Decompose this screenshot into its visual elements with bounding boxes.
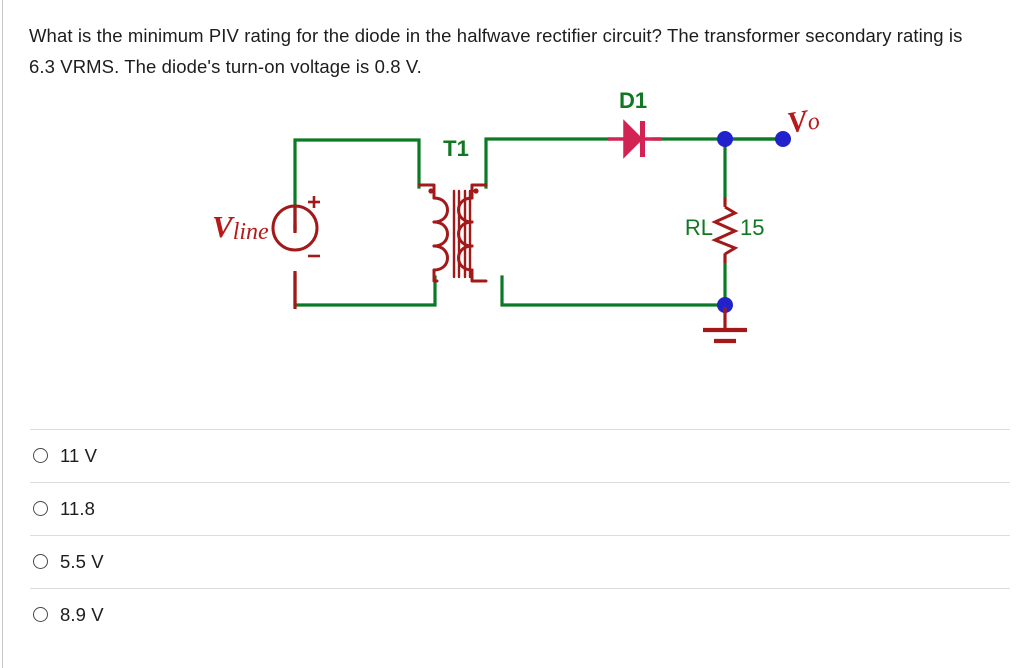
- radio-button-0[interactable]: [33, 448, 48, 463]
- option-separator: [30, 588, 1010, 589]
- answer-option-label: 11.8: [60, 497, 96, 519]
- radio-button-1[interactable]: [33, 501, 48, 516]
- circuit-diagram: Vline: [190, 85, 850, 375]
- load-resistor-value: 15: [740, 215, 764, 240]
- output-label: Vo: [785, 102, 822, 140]
- option-separator: [30, 429, 1010, 430]
- ground-symbol: [703, 307, 747, 344]
- answer-option-0[interactable]: 11 V: [0, 429, 1024, 482]
- node-ground: [717, 297, 733, 313]
- transformer-label: T1: [443, 136, 469, 161]
- diode-label: D1: [619, 88, 647, 113]
- answer-option-1[interactable]: 11.8: [0, 482, 1024, 535]
- circuit-wires: [293, 137, 780, 307]
- radio-button-2[interactable]: [33, 554, 48, 569]
- node-output: [717, 131, 733, 147]
- answer-option-label: 8.9 V: [60, 603, 104, 625]
- load-resistor-rl: [711, 197, 739, 263]
- transformer-t1: [417, 183, 488, 283]
- question-prompt: What is the minimum PIV rating for the d…: [29, 25, 963, 77]
- source-plus-sign: [308, 196, 320, 208]
- option-separator: [30, 535, 1010, 536]
- option-separator: [30, 482, 1010, 483]
- node-vo-terminal: [775, 131, 791, 147]
- load-resistor-name: RL: [685, 215, 713, 240]
- circuit-nodes: [717, 131, 791, 313]
- answer-option-2[interactable]: 5.5 V: [0, 535, 1024, 588]
- transformer-core: [452, 189, 472, 279]
- diode-d1: [608, 119, 662, 159]
- answer-option-3[interactable]: 8.9 V: [0, 588, 1024, 641]
- voltage-source-vline: [271, 196, 320, 309]
- answer-options-list: 11 V 11.8 5.5 V 8.9 V: [0, 429, 1024, 641]
- answer-option-label: 11 V: [60, 444, 98, 466]
- radio-button-3[interactable]: [33, 607, 48, 622]
- answer-option-label: 5.5 V: [60, 550, 104, 572]
- source-label: Vline: [212, 209, 269, 245]
- content-left-border: [2, 0, 3, 668]
